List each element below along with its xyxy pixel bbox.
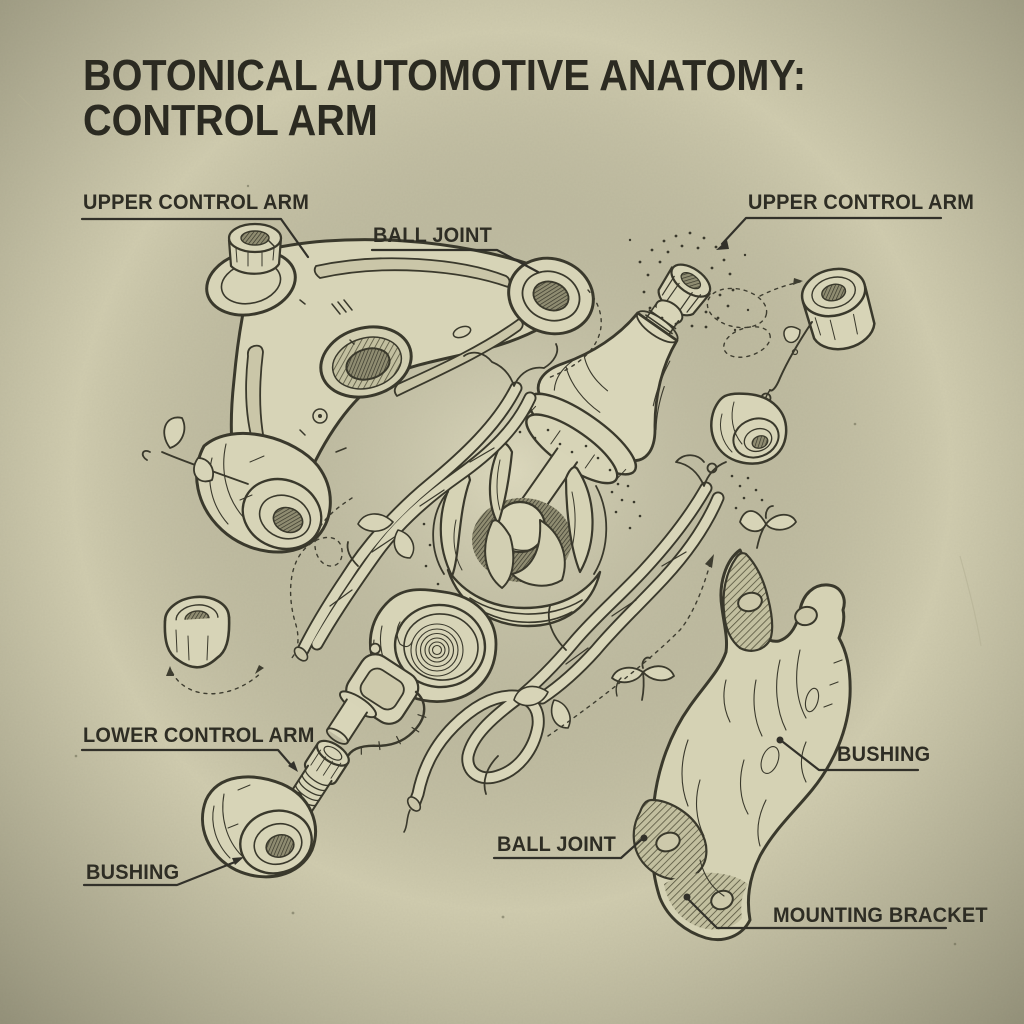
leader-ball-joint-top: [370, 248, 540, 274]
vine-right-twigs: [483, 454, 727, 795]
small-bushing-top-right-illustration: [710, 392, 788, 465]
dashed-flow-curve-right: [547, 554, 714, 737]
sprout-on-bracket-icon: [739, 505, 797, 549]
page-title: BOTONICAL AUTOMOTIVE ANATOMY: CONTROL AR…: [83, 53, 806, 143]
paper-speckles: [74, 184, 957, 946]
ball-joint-assembly-illustration: [422, 231, 750, 628]
arm-central-hole: [319, 325, 413, 399]
arm-surface-details: [267, 239, 472, 453]
leader-dot-icon: [640, 834, 648, 842]
dashed-arrowhead-icon: [705, 554, 714, 568]
label-bushing-right: BUSHING: [837, 743, 931, 766]
dashed-flow-curve-center: [547, 289, 602, 379]
dashed-loops-top-right: [706, 278, 803, 358]
dashed-arrowhead-icon: [166, 666, 174, 676]
arm-bottom-slot: [393, 318, 524, 397]
label-mounting-bracket: MOUNTING BRACKET: [773, 904, 988, 927]
leader-lower-control-arm: [80, 748, 293, 767]
dashed-arrowhead-icon: [793, 278, 803, 285]
seedling-illustration: [611, 656, 675, 701]
vine-right-root-tip: [406, 796, 422, 812]
leader-upper-control-arm-left: [80, 217, 310, 259]
leaf-sprig-icon: [141, 416, 249, 485]
arrowhead-icon: [716, 240, 729, 250]
mounting-bracket-illustration: [632, 505, 852, 942]
blossom-socket-illustration: [432, 442, 608, 628]
leader-bushing-left: [82, 860, 237, 887]
title-line-1: BOTONICAL AUTOMOTIVE ANATOMY:: [83, 51, 807, 100]
leader-dot-icon: [776, 736, 784, 744]
arm-top-bushing: [205, 222, 297, 317]
small-bushing-left-illustration: [163, 595, 231, 669]
twisted-vine-right-illustration: [403, 454, 764, 833]
bracket-left-foot-hole: [655, 831, 681, 853]
bracket-right-foot-pad: [664, 872, 748, 930]
vine-left-leaves: [357, 513, 415, 559]
top-right-parts: [706, 267, 876, 474]
dashed-curves-left: [166, 497, 353, 695]
arrowhead-icon: [288, 761, 298, 772]
arm-bottom-bushing: [195, 431, 332, 554]
label-ball-joint-bottom: BALL JOINT: [497, 833, 617, 856]
vine-right-leaves: [513, 685, 571, 729]
dashed-arrowhead-icon: [255, 665, 264, 674]
bracket-right-hole: [794, 605, 818, 627]
callout-leaders: [80, 216, 948, 930]
end-grain-rings: [410, 623, 464, 677]
label-ball-joint-top: BALL JOINT: [373, 224, 493, 247]
twisted-vine-left-illustration: [293, 343, 559, 662]
leader-upper-control-arm-right: [720, 216, 943, 246]
paper-scratches: [17, 93, 982, 647]
label-lower-control-arm: LOWER CONTROL ARM: [83, 724, 315, 747]
arm-right-bushing: [507, 256, 595, 336]
vine-left-root-tip: [293, 646, 309, 662]
leader-ball-joint-bottom: [492, 838, 643, 860]
large-bushing-illustration: [201, 775, 317, 879]
label-upper-control-arm-left: UPPER CONTROL ARM: [83, 191, 310, 214]
clamp-pin-illustration: [325, 642, 427, 765]
bushing-with-sprout-illustration: [800, 267, 876, 351]
arrowhead-icon: [232, 857, 244, 865]
leader-bushing-right: [781, 740, 920, 772]
vine-left-twigs: [346, 343, 559, 567]
leader-mounting-bracket: [686, 897, 948, 930]
bracket-wood-grain: [681, 649, 843, 897]
upper-control-arm-illustration: [141, 222, 595, 554]
bracket-top-hole: [737, 591, 763, 613]
illustration-layer: [80, 216, 948, 942]
stipple-dots-top: [628, 231, 750, 332]
label-bushing-left: BUSHING: [86, 861, 180, 884]
leader-dot-icon: [683, 893, 691, 901]
title-line-2: CONTROL ARM: [83, 96, 378, 145]
label-upper-control-arm-right: UPPER CONTROL ARM: [748, 191, 975, 214]
